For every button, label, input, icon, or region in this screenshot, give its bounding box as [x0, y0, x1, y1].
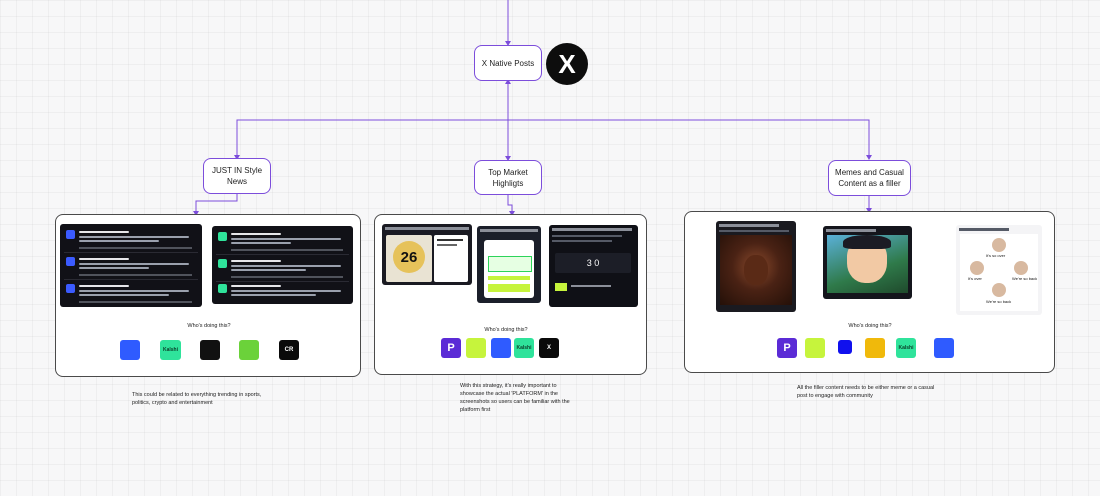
- logo-right-2[interactable]: [838, 340, 852, 354]
- who-label-right: Who's doing this?: [848, 323, 892, 329]
- logo-middle-1[interactable]: [466, 338, 486, 358]
- note-middle: With this strategy, it's really importan…: [460, 383, 570, 413]
- screenshot-scoreboard: 3 0: [549, 225, 638, 307]
- logo-middle-2[interactable]: [491, 338, 511, 358]
- screenshot-tweets-left: [60, 224, 202, 307]
- logo-right-5[interactable]: [934, 338, 954, 358]
- logo-right-4[interactable]: Kalshi: [896, 338, 916, 358]
- who-label-left: Who's doing this?: [187, 323, 231, 329]
- screenshot-market-app: [477, 226, 541, 303]
- screenshot-meme-anime: [823, 226, 912, 299]
- group-just-in-news: Who's doing this?: [55, 214, 361, 377]
- logo-left-0[interactable]: [120, 340, 140, 360]
- note-left: This could be related to everything tren…: [132, 392, 262, 406]
- arrow-right-group: [866, 208, 872, 213]
- cycle-text-2: We're so back: [986, 299, 1012, 304]
- node-just-in-news[interactable]: JUST IN Style News: [203, 158, 271, 194]
- who-label-middle: Who's doing this?: [484, 327, 528, 333]
- arrow-root-in: [505, 41, 511, 46]
- logo-left-4[interactable]: CR: [279, 340, 299, 360]
- wire-middle-group: [507, 195, 513, 214]
- arrow-left-node: [234, 155, 240, 160]
- market-card-number: 26: [393, 241, 425, 273]
- logo-right-3[interactable]: [865, 338, 885, 358]
- logo-left-2[interactable]: [200, 340, 220, 360]
- logo-left-1[interactable]: Kalshi: [160, 340, 181, 360]
- screenshot-meme-photo: [716, 221, 796, 312]
- node-top-market-highlights[interactable]: Top Market Highligts: [474, 160, 542, 195]
- node-x-native-posts[interactable]: X Native Posts: [474, 45, 542, 81]
- node-top-market-highlights-label: Top Market Highligts: [488, 167, 528, 188]
- node-x-native-posts-label: X Native Posts: [481, 58, 535, 68]
- screenshot-market-card: 26: [382, 224, 472, 285]
- logo-right-0[interactable]: P: [777, 338, 797, 358]
- logo-left-3[interactable]: [239, 340, 259, 360]
- cycle-text-3: It's over: [968, 276, 982, 281]
- logo-middle-4[interactable]: X: [539, 338, 559, 358]
- screenshot-meme-cycle: It's so over We're so back We're so back…: [956, 225, 1042, 315]
- node-memes-casual-label: Memes and Casual Content as a filler: [835, 168, 904, 188]
- logo-right-1[interactable]: [805, 338, 825, 358]
- cycle-text-0: It's so over: [986, 253, 1006, 258]
- arrow-right-node: [866, 155, 872, 160]
- wire-left-group: [195, 194, 238, 214]
- arrow-root-up: [505, 79, 511, 84]
- arrow-left-group: [193, 211, 199, 216]
- logo-middle-3[interactable]: Kalshi: [514, 338, 534, 358]
- screenshot-tweets-right: [212, 226, 353, 304]
- arrow-middle-group: [509, 211, 515, 216]
- scoreboard-score: 3 0: [555, 253, 631, 273]
- cycle-text-1: We're so back: [1012, 276, 1038, 281]
- wire-branches: [236, 119, 870, 158]
- note-right: All the filler content needs to be eithe…: [797, 385, 935, 399]
- x-logo: X: [546, 43, 588, 85]
- arrow-middle-node: [505, 156, 511, 161]
- logo-middle-0[interactable]: P: [441, 338, 461, 358]
- node-memes-casual[interactable]: Memes and Casual Content as a filler: [828, 160, 911, 196]
- node-just-in-news-label: JUST IN Style News: [211, 166, 263, 186]
- group-top-market: 26 3 0 Who's doing this?: [374, 214, 647, 375]
